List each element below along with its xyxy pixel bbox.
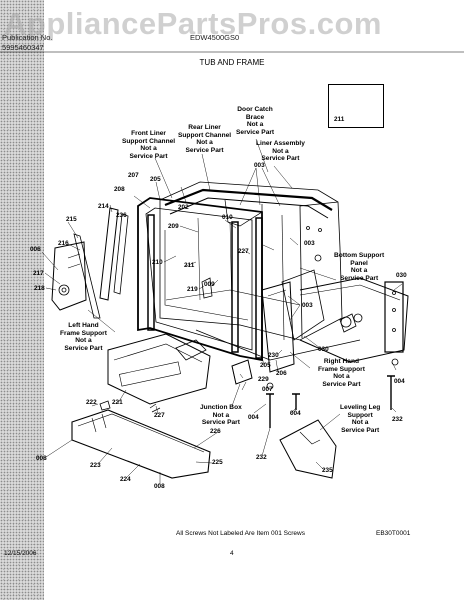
- part-number: 211: [334, 116, 345, 123]
- stippled-margin: [0, 0, 44, 600]
- part-number: 205: [260, 362, 271, 369]
- part-number: 003: [254, 162, 265, 169]
- diagram-code: EB30T0001: [376, 530, 411, 537]
- watermark: AppliancePartsPros.com: [4, 6, 382, 41]
- part-number: 202: [178, 204, 189, 211]
- part-number: 030: [396, 272, 407, 279]
- part-number: 003: [302, 302, 313, 309]
- part-number: 222: [86, 399, 97, 406]
- part-number: 232: [392, 416, 403, 423]
- tub-outline: [159, 181, 343, 341]
- part-number: 226: [210, 428, 221, 435]
- part-number: 214: [98, 203, 109, 210]
- part-number: 232: [256, 454, 267, 461]
- part-number: 216: [58, 240, 69, 247]
- part-number: 210: [152, 259, 163, 266]
- part-number: 224: [120, 476, 131, 483]
- model-number: EDW4500GS0: [190, 33, 240, 42]
- left-frame-support: [51, 241, 87, 311]
- front-frame: [137, 197, 263, 362]
- part-number: 217: [33, 270, 44, 277]
- lower-front-panel: [107, 333, 211, 405]
- part-number: 205: [150, 176, 161, 183]
- part-number: 218: [34, 285, 45, 292]
- part-number: 010: [222, 214, 233, 221]
- part-number: 030: [318, 346, 329, 353]
- part-number: 008: [154, 483, 165, 490]
- part-number: 225: [212, 459, 223, 466]
- leveling-leg-support: [279, 419, 337, 479]
- part-number: 209: [168, 223, 179, 230]
- part-number: 004: [290, 410, 301, 417]
- part-number: 221: [112, 399, 123, 406]
- part-number: 219: [187, 286, 198, 293]
- part-number: 235: [322, 467, 333, 474]
- tub-right-side: [299, 201, 339, 339]
- part-number: 004: [394, 378, 405, 385]
- part-number: 211: [184, 262, 195, 269]
- part-number: 215: [66, 216, 77, 223]
- publication-label: Publication No.: [2, 33, 53, 42]
- part-number: 208: [114, 186, 125, 193]
- part-number: 003: [304, 240, 315, 247]
- publication-number: 5995460347: [2, 43, 44, 52]
- print-date: 12/15/2006: [4, 550, 37, 557]
- page-number: 4: [230, 550, 234, 557]
- part-number: 004: [248, 414, 259, 421]
- strip-214: [99, 207, 119, 301]
- part-number: 006: [30, 246, 41, 253]
- part-number: 229: [258, 376, 269, 383]
- part-number: 009: [204, 281, 215, 288]
- bottom-support-panel: [299, 277, 409, 363]
- strip-236: [113, 213, 129, 295]
- tub-top-frame: [164, 188, 333, 211]
- part-number: 236: [116, 212, 127, 219]
- part-number: 207: [128, 172, 139, 179]
- part-number: 008: [36, 455, 47, 462]
- part-number: 227: [154, 412, 165, 419]
- part-number: 223: [90, 462, 101, 469]
- section-title: TUB AND FRAME: [199, 58, 265, 67]
- part-number: 230: [268, 352, 279, 359]
- part-number: 227: [238, 248, 249, 255]
- screws-note: All Screws Not Labeled Are Item 001 Scre…: [176, 530, 305, 537]
- part-number: 206: [276, 370, 287, 377]
- inset-box: [328, 84, 384, 128]
- part-number: 007: [262, 386, 273, 393]
